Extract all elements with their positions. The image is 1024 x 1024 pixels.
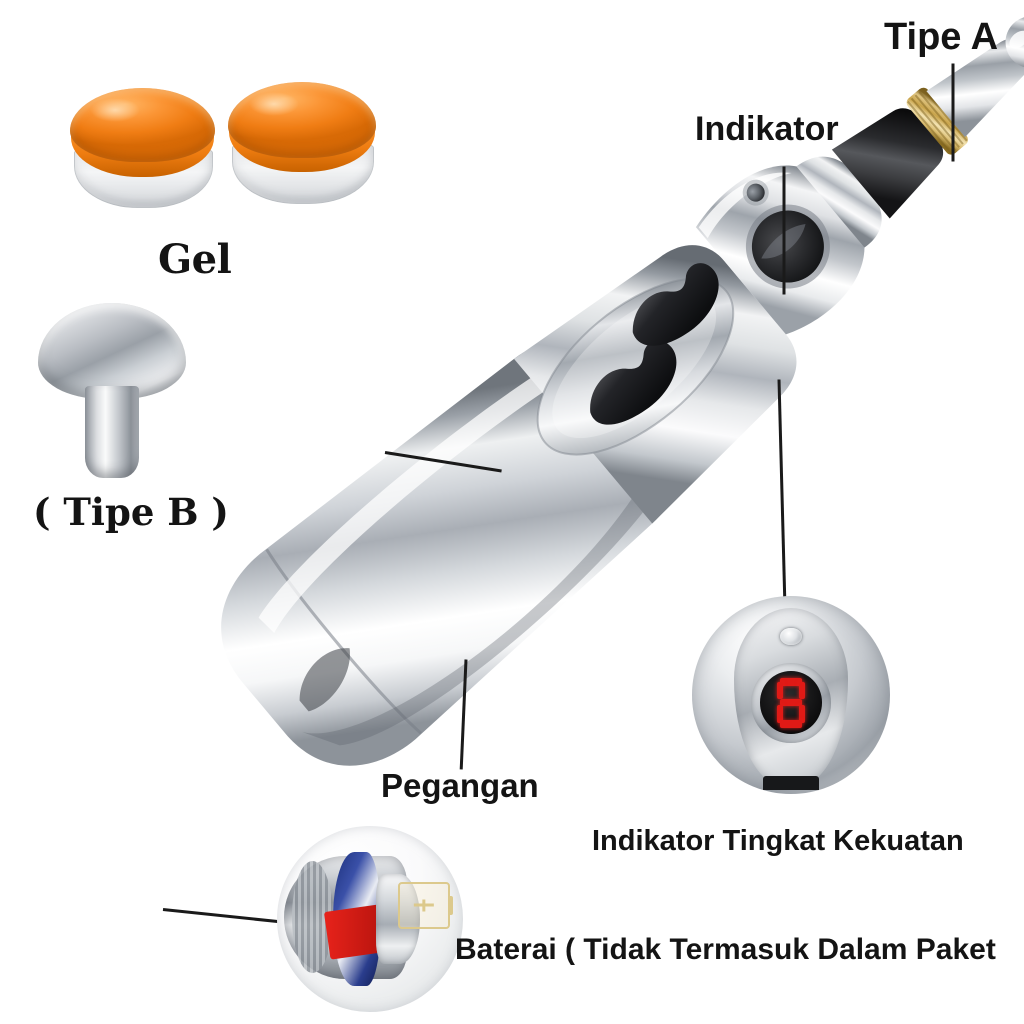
black-neck: [831, 108, 944, 219]
label-baterai: Baterai ( Tidak Termasuk Dalam Paket: [455, 933, 996, 966]
label-gel: Gel: [158, 236, 232, 283]
label-pegangan: Pegangan: [381, 767, 539, 804]
battery-icon: [397, 881, 454, 929]
segment-f: [777, 681, 783, 700]
segment-e: [777, 704, 783, 723]
gel-jar-left: [70, 88, 215, 208]
handle-seam: [265, 548, 422, 735]
indicator-led: [746, 183, 765, 202]
label-indikator: Indikator: [695, 110, 839, 148]
gel-jar-cap: [70, 88, 215, 163]
tipe-a-ball-tip: [1005, 16, 1024, 69]
battery-inset: [277, 826, 463, 1012]
segment-c: [799, 704, 805, 723]
power-indicator-led-icon: [780, 627, 802, 646]
segment-a: [780, 678, 802, 686]
power-indicator-inset: [692, 596, 890, 794]
gel-jar-right: [228, 82, 376, 204]
leader-indikator: [782, 166, 786, 295]
tipe-b-dome: [38, 303, 186, 400]
head-highlight: [698, 172, 792, 239]
leader-tipe-a: [951, 63, 955, 162]
button-minus: [590, 340, 677, 425]
label-tipe-b: ( Tipe B ): [33, 490, 229, 534]
label-indikator-tingkat-kekuatan: Indikator Tingkat Kekuatan: [592, 825, 964, 857]
power-indicator-notch: [763, 776, 819, 791]
cap-reflection: [299, 648, 350, 712]
label-tipe-a: Tipe A: [884, 16, 999, 58]
button-plus: [632, 263, 719, 346]
gel-jar-highlight: [90, 97, 140, 122]
tipe-b-head: [38, 303, 186, 479]
tipe-b-stem: [85, 385, 139, 479]
battery-plus-icon: [413, 903, 434, 907]
segment-d: [780, 720, 802, 728]
display-recess: [751, 210, 824, 283]
segment-g: [780, 698, 802, 707]
gel-jar-highlight: [248, 91, 300, 117]
power-level-digit: [777, 678, 805, 728]
segment-b: [799, 681, 805, 700]
gel-jar-cap: [228, 82, 376, 158]
